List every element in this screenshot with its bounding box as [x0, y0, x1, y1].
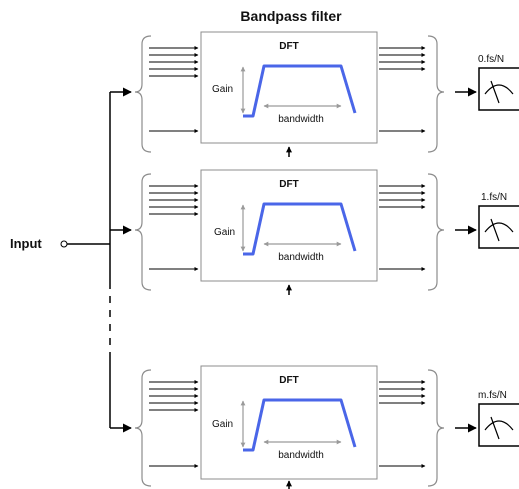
filter-row-1: DFT Gain bandwidth 1.fs/N [110, 169, 519, 295]
left-brace [134, 173, 152, 291]
meter-frequency-label: 0.fs/N [478, 54, 504, 65]
input-terminal [60, 240, 68, 248]
passband-curve [243, 202, 357, 256]
bandwidth-label: bandwidth [278, 450, 324, 461]
passband-curve [243, 398, 357, 452]
bandwidth-label: bandwidth [278, 114, 324, 125]
bandwidth-label: bandwidth [278, 252, 324, 263]
input-arrows [149, 46, 199, 133]
meter-icon [478, 205, 519, 249]
output-arrows [379, 46, 426, 133]
meter-frequency-label: 1.fs/N [481, 192, 507, 203]
input-label: Input [10, 236, 42, 251]
dft-label: DFT [279, 41, 298, 52]
right-brace [427, 35, 445, 153]
filter-row-0: DFT Gain bandwidth 0.fs/N [110, 31, 519, 157]
filter-row-m: DFT Gain bandwidth m.fs/N [110, 365, 519, 489]
input-arrows [149, 184, 199, 271]
output-arrows [379, 380, 426, 468]
gain-label: Gain [212, 419, 233, 430]
dft-label: DFT [279, 179, 298, 190]
page-title: Bandpass filter [240, 8, 342, 24]
dft-label: DFT [279, 375, 298, 386]
left-brace [134, 35, 152, 153]
left-brace [134, 369, 152, 487]
meter-icon [478, 67, 519, 111]
input-arrows [149, 380, 199, 468]
output-arrows [379, 184, 426, 271]
meter-frequency-label: m.fs/N [478, 390, 507, 401]
gain-label: Gain [212, 84, 233, 95]
right-brace [427, 173, 445, 291]
gain-label: Gain [214, 227, 235, 238]
passband-curve [243, 64, 357, 118]
meter-icon [478, 403, 519, 447]
right-brace [427, 369, 445, 487]
